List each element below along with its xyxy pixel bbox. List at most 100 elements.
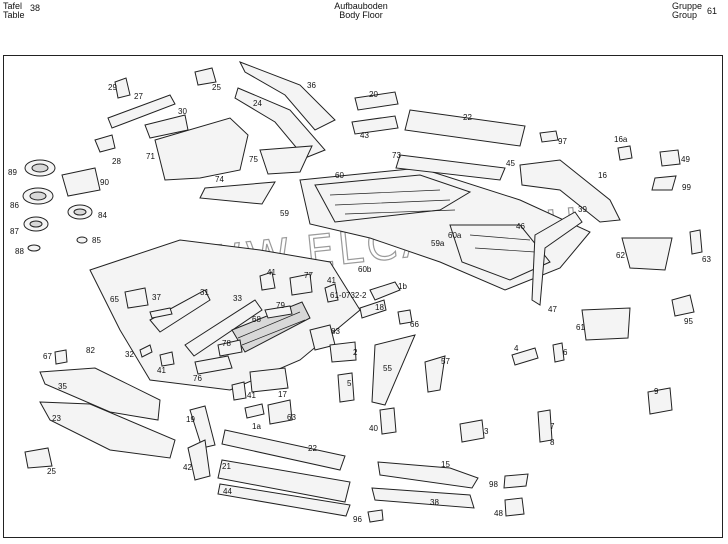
part-19[interactable]: [189, 405, 216, 449]
callout-68: 68: [252, 315, 261, 324]
callout-32: 32: [125, 350, 134, 359]
callout-63: 63: [287, 413, 296, 422]
callout-49: 49: [681, 155, 690, 164]
callout-60: 60: [335, 171, 344, 180]
part-95[interactable]: [671, 294, 695, 317]
part-25-bottom[interactable]: [24, 447, 53, 469]
part-75[interactable]: [259, 145, 313, 175]
part-57[interactable]: [424, 355, 446, 393]
part-18[interactable]: [359, 299, 387, 319]
callout-46: 46: [516, 222, 525, 231]
part-55[interactable]: [371, 334, 416, 406]
part-21[interactable]: [217, 459, 351, 503]
part-61[interactable]: [581, 307, 631, 341]
part-42[interactable]: [187, 439, 211, 481]
part-98[interactable]: [503, 473, 529, 489]
part-47[interactable]: [531, 211, 583, 306]
part-7-8[interactable]: [537, 409, 553, 443]
part-43[interactable]: [351, 115, 399, 135]
title-en: Body Floor: [339, 10, 383, 20]
part-37[interactable]: [149, 307, 173, 319]
part-40[interactable]: [379, 407, 397, 435]
part-22-bottom[interactable]: [221, 429, 346, 471]
part-38[interactable]: [371, 487, 475, 509]
callout-38: 38: [430, 498, 439, 507]
callout-45: 45: [506, 159, 515, 168]
group-number: 61: [707, 6, 718, 16]
part-96[interactable]: [367, 509, 384, 523]
table-number: 38: [30, 3, 41, 13]
callout-97: 97: [558, 137, 567, 146]
callout-88: 88: [15, 247, 24, 256]
callout-4: 4: [514, 344, 519, 353]
part-63-b[interactable]: [267, 399, 293, 425]
callout-84: 84: [98, 211, 107, 220]
part-25-top[interactable]: [194, 67, 217, 86]
part-48[interactable]: [504, 497, 525, 517]
callout-71: 71: [146, 152, 155, 161]
callout-41: 41: [327, 276, 336, 285]
part-49[interactable]: [659, 149, 681, 167]
callout-15: 15: [441, 460, 450, 469]
part-78[interactable]: [217, 339, 243, 357]
part-62[interactable]: [621, 237, 673, 271]
part-20[interactable]: [354, 91, 399, 111]
group-header: Gruppe Group 61: [672, 2, 717, 20]
part-29[interactable]: [114, 77, 131, 99]
part-2[interactable]: [329, 341, 357, 363]
callout-90: 90: [100, 178, 109, 187]
part-41-a[interactable]: [259, 271, 276, 291]
diagram-code: 61-0732-2: [330, 291, 367, 300]
part-36[interactable]: [238, 61, 336, 131]
part-17[interactable]: [249, 367, 289, 393]
callout-24: 24: [253, 99, 262, 108]
part-79[interactable]: [264, 305, 293, 319]
callout-48: 48: [494, 509, 503, 518]
part-41-d[interactable]: [231, 381, 247, 401]
part-35[interactable]: [39, 367, 161, 421]
callout-43: 43: [360, 131, 369, 140]
part-44[interactable]: [217, 483, 351, 517]
callout-30: 30: [178, 107, 187, 116]
part-6[interactable]: [552, 342, 565, 363]
part-28[interactable]: [94, 134, 116, 153]
callout-42: 42: [183, 463, 192, 472]
callout-79: 79: [276, 301, 285, 310]
part-67[interactable]: [54, 349, 68, 365]
part-73[interactable]: [395, 154, 506, 181]
part-4[interactable]: [511, 347, 539, 366]
main-floor-pan[interactable]: [299, 167, 591, 291]
part-22-top[interactable]: [404, 109, 526, 147]
part-32[interactable]: [139, 344, 153, 358]
part-16[interactable]: [519, 159, 621, 223]
callout-9: 9: [654, 387, 659, 396]
part-41-b[interactable]: [324, 283, 339, 303]
part-3[interactable]: [459, 419, 485, 443]
part-16a[interactable]: [617, 145, 633, 161]
part-65[interactable]: [124, 287, 149, 309]
part-9[interactable]: [647, 387, 673, 415]
part-1b[interactable]: [369, 281, 401, 301]
callout-39: 39: [578, 205, 587, 214]
part-41-c[interactable]: [159, 351, 175, 367]
callout-57: 57: [441, 357, 450, 366]
part-99[interactable]: [651, 175, 677, 191]
part-66[interactable]: [397, 309, 413, 325]
grommet-set[interactable]: [22, 159, 101, 252]
part-97[interactable]: [539, 130, 559, 143]
callout-22: 22: [463, 113, 472, 122]
part-15[interactable]: [377, 461, 479, 489]
part-5[interactable]: [337, 372, 355, 403]
part-1a[interactable]: [244, 403, 265, 419]
part-27[interactable]: [107, 94, 176, 129]
callout-31: 31: [200, 288, 209, 297]
part-63[interactable]: [689, 229, 703, 255]
part-71[interactable]: [154, 117, 249, 181]
part-77[interactable]: [289, 273, 313, 296]
part-23[interactable]: [39, 401, 176, 459]
part-76[interactable]: [194, 355, 233, 375]
callout-16a: 16a: [614, 135, 628, 144]
callout-18: 18: [375, 303, 384, 312]
part-74[interactable]: [199, 181, 276, 205]
callout-41: 41: [267, 268, 276, 277]
